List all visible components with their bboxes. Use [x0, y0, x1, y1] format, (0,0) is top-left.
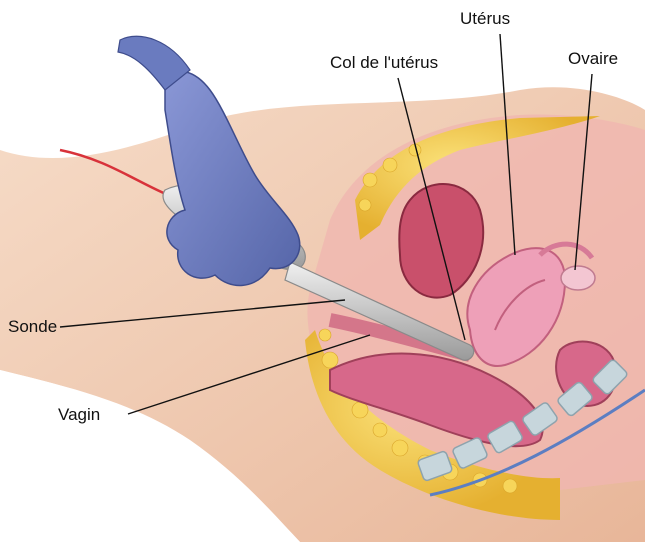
label-uterus: Utérus: [460, 10, 510, 27]
label-vagina: Vagin: [58, 406, 100, 423]
ovary: [561, 266, 595, 290]
label-ovary: Ovaire: [568, 50, 618, 67]
label-cervix: Col de l'utérus: [330, 54, 438, 71]
label-probe: Sonde: [8, 318, 57, 335]
